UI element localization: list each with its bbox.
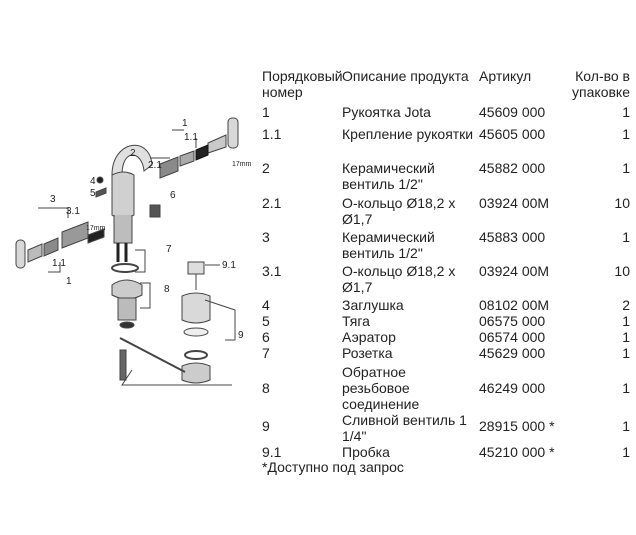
cell-article: 03924 00M	[479, 195, 550, 211]
cell-article: 45629 000	[479, 345, 546, 361]
diagram-label-6: 6	[170, 190, 176, 201]
cell-article: 06574 000	[479, 329, 546, 345]
table-row: 6 Аэратор 06574 000 1	[262, 329, 634, 363]
availability-footnote: *Доступно под запрос	[262, 459, 404, 475]
cell-description: Обратное резьбовое соединение	[342, 364, 420, 412]
cell-quantity: 1	[622, 229, 630, 245]
cell-quantity: 1	[622, 104, 630, 120]
diagram-dim-bottom: 17mm	[86, 225, 106, 232]
diagram-label-8: 8	[164, 284, 170, 295]
cell-number: 2	[262, 160, 270, 176]
table-row: 2 Керамический вентиль 1/2" 45882 000 1	[262, 160, 634, 194]
cell-quantity: 10	[614, 263, 630, 279]
cell-article: 46249 000	[479, 380, 546, 396]
diagram-label-5: 5	[90, 188, 96, 199]
cell-quantity: 1	[622, 345, 630, 361]
cell-quantity: 2	[622, 297, 630, 313]
cell-description: О-кольцо Ø18,2 x Ø1,7	[342, 195, 456, 227]
cell-description: Тяга	[342, 313, 370, 329]
diagram-label-1-1-bottom: 1.1	[52, 258, 66, 269]
cell-description: Керамический вентиль 1/2"	[342, 229, 435, 261]
cell-article: 45210 000 *	[479, 444, 555, 460]
table-row: 2.1 О-кольцо Ø18,2 x Ø1,7 03924 00M 10	[262, 195, 634, 229]
table-row: 9.1 Пробка 45210 000 * 1	[262, 444, 634, 478]
cell-number: 1	[262, 104, 270, 120]
cell-number: 5	[262, 313, 270, 329]
cell-quantity: 1	[622, 380, 630, 396]
cell-article: 08102 00M	[479, 297, 550, 313]
table-row: 5 Тяга 06575 000 1	[262, 313, 634, 347]
table-row: 9 Сливной вентиль 1 1/4" 28915 000 * 1	[262, 412, 634, 446]
table-row: 3.1 О-кольцо Ø18,2 x Ø1,7 03924 00M 10	[262, 263, 634, 297]
header-quantity: Кол-во в упаковке	[572, 68, 630, 100]
diagram-label-1-bottom: 1	[66, 276, 72, 287]
cell-description: Рукоятка Jota	[342, 104, 431, 120]
cell-quantity: 10	[614, 195, 630, 211]
cell-description: О-кольцо Ø18,2 x Ø1,7	[342, 263, 456, 295]
cell-article: 28915 000 *	[479, 418, 555, 434]
drain-assembly	[181, 261, 211, 384]
cell-quantity: 1	[622, 444, 630, 460]
cell-quantity: 1	[622, 313, 630, 329]
diagram-label-3-1: 3.1	[66, 206, 80, 217]
handle-left	[15, 221, 105, 269]
cell-number: 2.1	[262, 195, 282, 211]
handle-top-right	[159, 117, 239, 179]
table-row: 1 Рукоятка Jota 45609 000 1	[262, 104, 634, 138]
cell-description: Крепление рукоятки	[342, 126, 474, 142]
cell-quantity: 1	[622, 418, 630, 434]
cell-number: 3.1	[262, 263, 282, 279]
table-row: 7 Розетка 45629 000 1	[262, 345, 634, 379]
cell-number: 6	[262, 329, 270, 345]
table-row: 3 Керамический вентиль 1/2" 45883 000 1	[262, 229, 634, 263]
cell-number: 7	[262, 345, 270, 361]
cell-description: Заглушка	[342, 297, 404, 313]
cell-description: Розетка	[342, 345, 393, 361]
diagram-label-1-top: 1	[182, 118, 188, 129]
diagram-label-9-1: 9.1	[222, 260, 236, 271]
cell-description: Керамический вентиль 1/2"	[342, 160, 435, 192]
table-row: 8 Обратное резьбовое соединение 46249 00…	[262, 364, 634, 412]
header-article: Артикул	[479, 68, 532, 84]
diagram-label-3: 3	[50, 194, 56, 205]
table-row: 4 Заглушка 08102 00M 2	[262, 297, 634, 331]
diagram-label-4: 4	[90, 176, 96, 187]
cell-number: 9	[262, 418, 270, 434]
table-row: 1.1 Крепление рукоятки 45605 000 1	[262, 126, 634, 160]
exploded-view-diagram: 1 1.1 2 2.1 4 5 6 3 3.1 1.1 1 7 8 9 9.1 …	[0, 0, 258, 530]
diagram-label-2-1: 2.1	[148, 160, 162, 171]
cell-article: 45609 000	[479, 104, 546, 120]
cell-article: 45882 000	[479, 160, 546, 176]
cell-article: 45883 000	[479, 229, 546, 245]
faucet-body	[111, 144, 161, 262]
cell-description: Аэратор	[342, 329, 396, 345]
header-number: Порядковый номер	[262, 68, 343, 100]
cell-number: 1.1	[262, 126, 282, 142]
cell-number: 9.1	[262, 444, 282, 460]
cell-article: 45605 000	[479, 126, 546, 142]
diagram-dim-top: 17mm	[232, 161, 252, 168]
cell-article: 06575 000	[479, 313, 546, 329]
cell-description: Пробка	[342, 444, 390, 460]
diagram-label-7: 7	[166, 244, 172, 255]
cell-description: Сливной вентиль 1 1/4"	[342, 412, 467, 444]
cell-quantity: 1	[622, 329, 630, 345]
cell-number: 4	[262, 297, 270, 313]
header-description: Описание продукта	[342, 68, 469, 84]
cell-quantity: 1	[622, 160, 630, 176]
cell-quantity: 1	[622, 126, 630, 142]
diagram-label-2: 2	[130, 148, 136, 159]
diagram-label-9: 9	[238, 330, 244, 341]
cell-article: 03924 00M	[479, 263, 550, 279]
diagram-label-1-1-top: 1.1	[184, 132, 198, 143]
cell-number: 3	[262, 229, 270, 245]
cell-number: 8	[262, 380, 270, 396]
